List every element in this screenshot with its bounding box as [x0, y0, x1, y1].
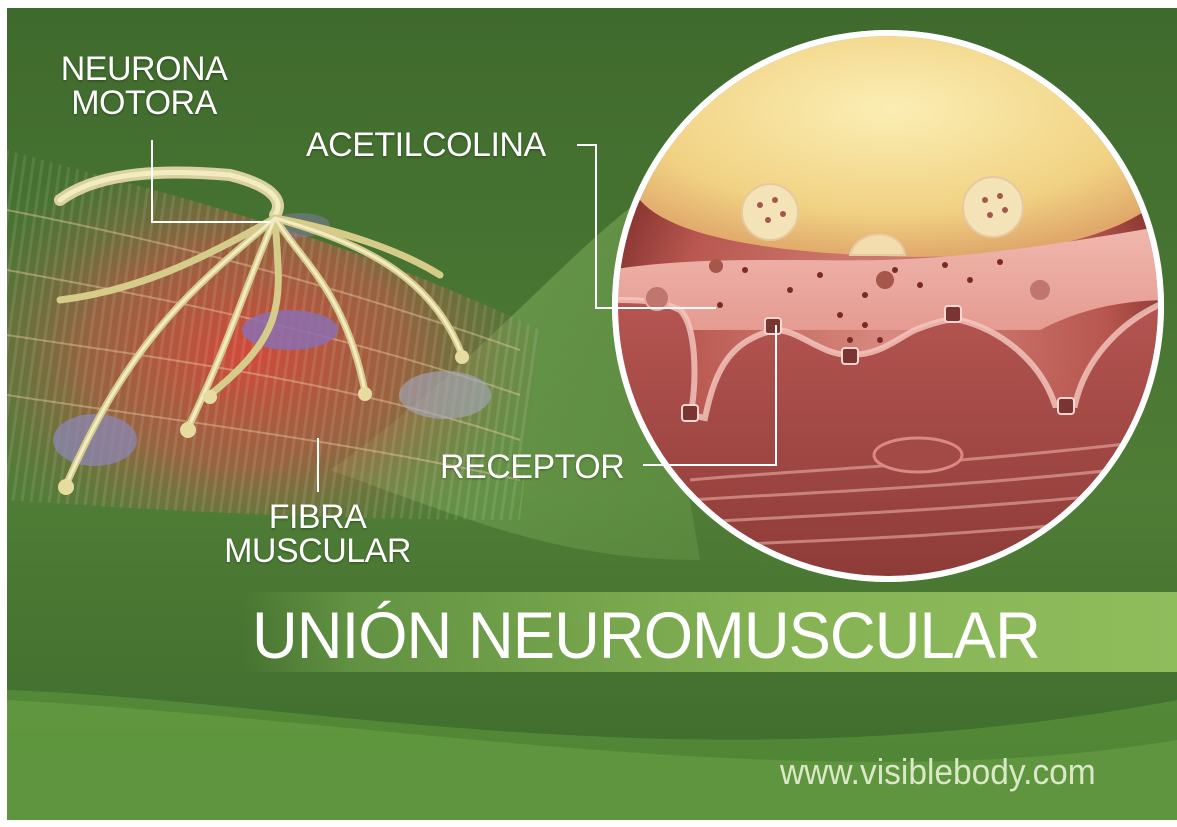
label-neurona-line1: NEURONA	[44, 52, 244, 86]
website-link[interactable]: www.visiblebody.com	[780, 752, 1096, 792]
label-neurona-line2: MOTORA	[44, 86, 244, 120]
nucleus-shape	[399, 371, 491, 419]
mitochondrion-shape	[874, 438, 962, 472]
label-fibra-line1: FIBRA	[205, 500, 430, 534]
diagram-title: UNIÓN NEUROMUSCULAR	[252, 600, 1040, 670]
label-acetilcolina: ACETILCOLINA	[306, 128, 546, 162]
label-neurona-motora: NEURONA MOTORA	[44, 52, 244, 120]
label-fibra-line2: MUSCULAR	[205, 534, 430, 568]
label-fibra-muscular: FIBRA MUSCULAR	[205, 500, 430, 568]
label-receptor: RECEPTOR	[440, 450, 624, 484]
